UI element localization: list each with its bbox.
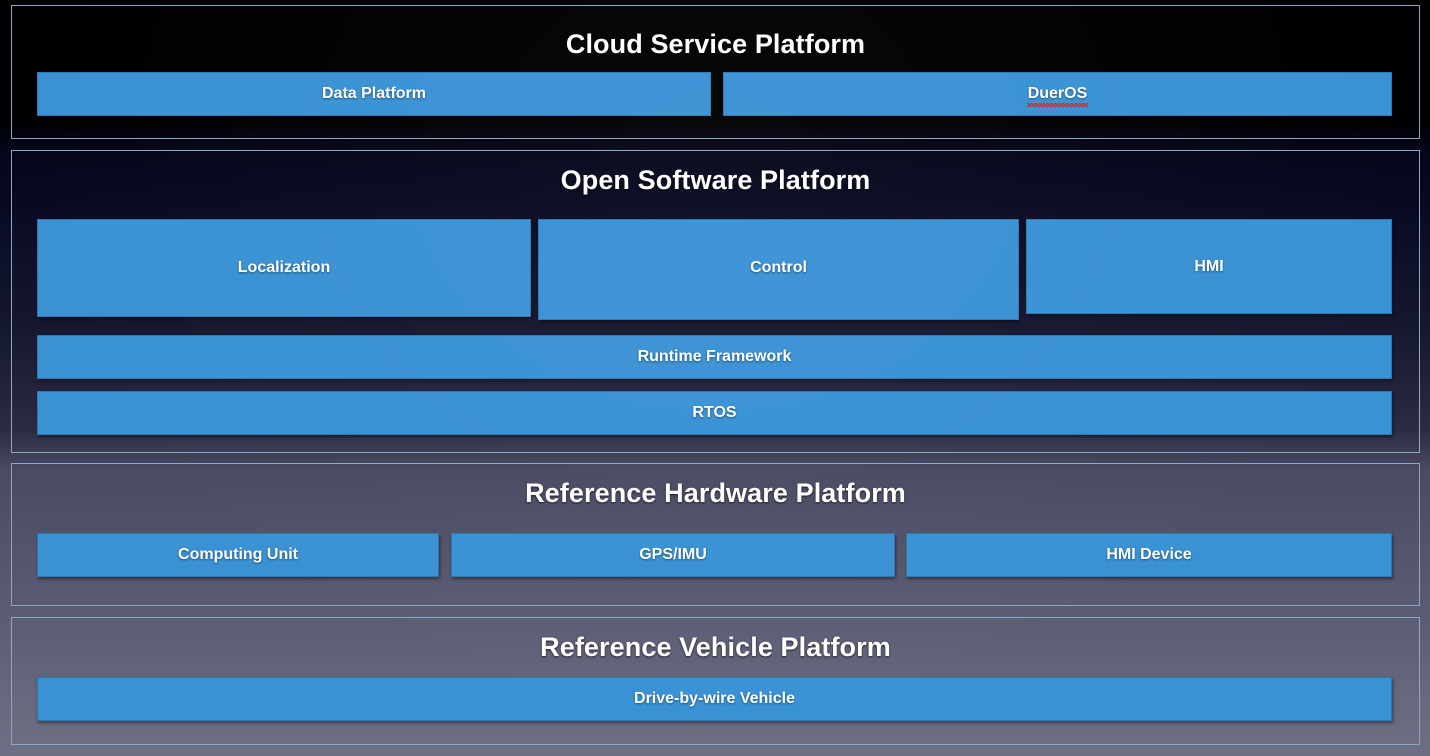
- box-hmi-device[interactable]: HMI Device: [906, 533, 1392, 577]
- box-label-control: Control: [750, 258, 807, 276]
- box-label-computing-unit: Computing Unit: [178, 546, 298, 563]
- box-control[interactable]: Control: [538, 219, 1019, 320]
- box-runtime-framework[interactable]: Runtime Framework: [37, 335, 1392, 379]
- box-drive-by-wire-vehicle[interactable]: Drive-by-wire Vehicle: [37, 677, 1392, 721]
- box-data-platform[interactable]: Data Platform: [37, 72, 711, 116]
- layer-title-reference-vehicle-platform: Reference Vehicle Platform: [540, 632, 891, 662]
- box-label-drive-by-wire-vehicle: Drive-by-wire Vehicle: [634, 690, 795, 707]
- box-dueros[interactable]: DuerOS: [723, 72, 1392, 116]
- box-label-runtime-framework: Runtime Framework: [637, 348, 792, 365]
- layer-title-open-software-platform: Open Software Platform: [560, 165, 871, 195]
- box-gps-imu[interactable]: GPS/IMU: [451, 533, 895, 577]
- layer-open-software-platform: Open Software Platform Localization Cont…: [11, 150, 1420, 453]
- box-computing-unit[interactable]: Computing Unit: [37, 533, 439, 577]
- box-label-gps-imu: GPS/IMU: [639, 546, 707, 563]
- box-label-dueros: DuerOS: [1026, 85, 1088, 107]
- layer-title-cloud-service-platform: Cloud Service Platform: [565, 29, 866, 59]
- layer-cloud-service-platform: Cloud Service Platform Data Platform Due…: [11, 5, 1420, 139]
- box-label-rtos: RTOS: [692, 404, 737, 421]
- box-label-data-platform: Data Platform: [321, 85, 427, 102]
- box-label-localization: Localization: [237, 259, 331, 276]
- box-localization[interactable]: Localization: [37, 219, 531, 317]
- layer-reference-vehicle-platform: Reference Vehicle Platform Drive-by-wire…: [11, 617, 1420, 745]
- layer-title-reference-hardware-platform: Reference Hardware Platform: [525, 478, 906, 508]
- box-label-hmi-device: HMI Device: [1106, 546, 1192, 563]
- box-rtos[interactable]: RTOS: [37, 391, 1392, 435]
- box-hmi[interactable]: HMI: [1026, 219, 1392, 314]
- box-label-hmi: HMI: [1194, 257, 1224, 275]
- layer-reference-hardware-platform: Reference Hardware Platform Computing Un…: [11, 463, 1420, 606]
